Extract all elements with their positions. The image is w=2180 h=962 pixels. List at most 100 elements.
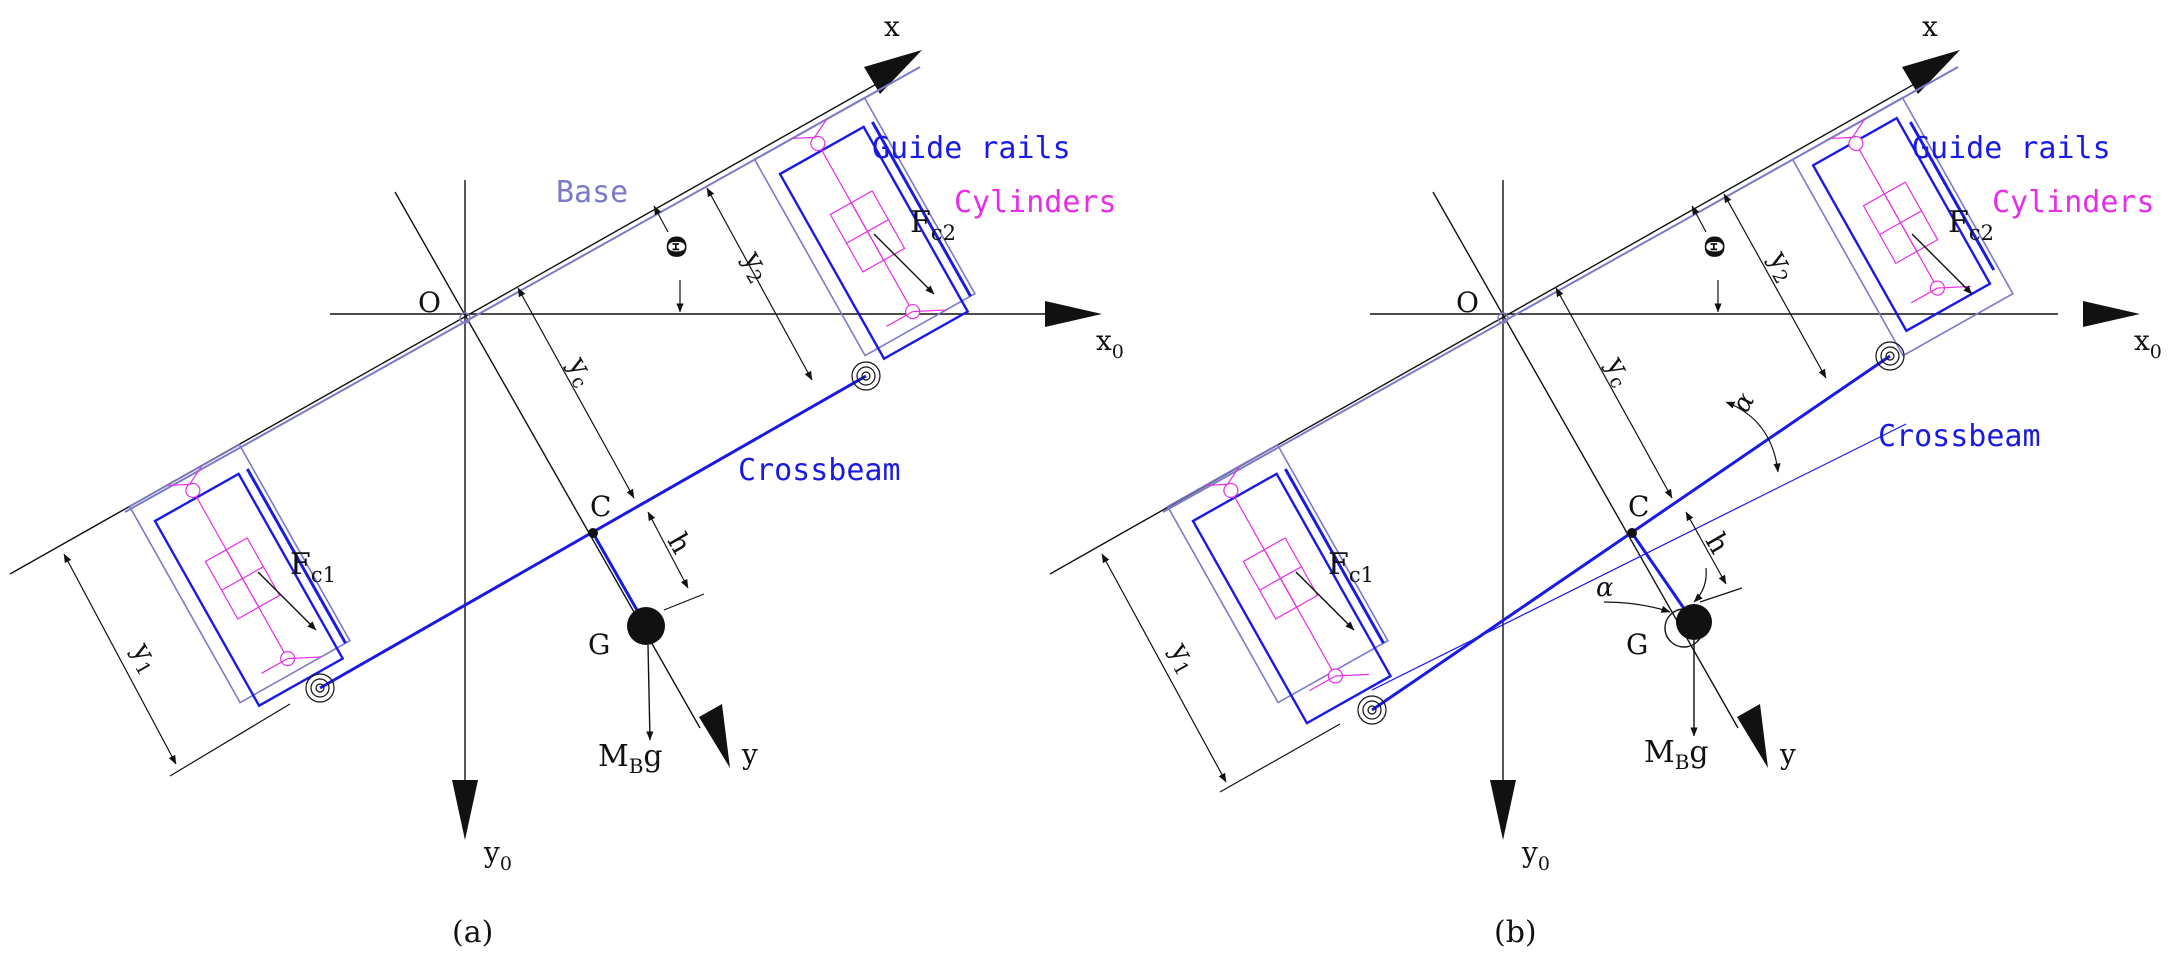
b-right-spiral-spring xyxy=(1875,341,1905,371)
b-x-axis-arrowhead xyxy=(1902,50,1960,94)
label-base: Base xyxy=(556,175,628,210)
b-x0-axis-arrowhead xyxy=(2083,301,2140,327)
b-label-c: C xyxy=(1628,490,1649,523)
x0-axis-arrowhead xyxy=(1045,301,1102,327)
b-origin-marker xyxy=(1497,312,1509,324)
b-label-origin: O xyxy=(1456,286,1479,319)
b-label-mbg: MBg xyxy=(1644,735,1709,774)
b-dim-y1-line xyxy=(1101,553,1227,783)
caption-a: (a) xyxy=(452,915,493,950)
b-label-crossbeam: Crossbeam xyxy=(1878,419,2041,454)
label-g: G xyxy=(588,628,610,661)
left-guide-rail-outer xyxy=(128,443,351,704)
label-x0: x0 xyxy=(1096,324,1124,363)
b-dim-y1-ext xyxy=(1219,723,1341,793)
b-label-g: G xyxy=(1626,628,1648,661)
right-cyl-prong-l xyxy=(792,136,815,140)
label-fc2: Fc2 xyxy=(910,205,956,245)
label-fc1: Fc1 xyxy=(290,547,336,587)
label-c: C xyxy=(590,490,611,523)
b-dim-h-ext xyxy=(1699,587,1743,603)
label-y1: y1 xyxy=(122,636,169,680)
b-label-h: h xyxy=(1699,527,1737,559)
b-c-to-g-link xyxy=(1630,532,1687,611)
left-cylinder-assembly xyxy=(128,443,351,708)
b-y-axis-line xyxy=(1432,191,1739,729)
right-cyl-prong-r xyxy=(813,118,828,138)
left-cyl-fork-r xyxy=(287,656,322,660)
theta-arrow-top xyxy=(653,205,669,233)
b-point-c-dot xyxy=(1627,528,1637,538)
b-label-yc: yc xyxy=(1596,350,1642,392)
right-cyl-fork-r xyxy=(912,309,947,313)
fc1-arrow xyxy=(257,571,317,631)
b-alpha-arc-lower-right xyxy=(1693,567,1707,603)
b-label-y0: y0 xyxy=(1521,836,1550,875)
dim-h-line xyxy=(647,511,689,589)
gravity-vector xyxy=(646,644,654,741)
b-left-cyl-fork-l xyxy=(1309,675,1336,692)
right-cyl-fork-l xyxy=(886,311,913,327)
b-right-cyl-cross-v xyxy=(1883,193,1918,252)
b-right-cylinder-assembly xyxy=(1791,96,2014,357)
label-h: h xyxy=(661,527,699,559)
b-theta-arrow-top xyxy=(1691,205,1707,233)
b-left-cyl-fork-r xyxy=(1335,673,1369,677)
b-dim-y2-line xyxy=(1723,193,1827,379)
b-label-fc2: Fc2 xyxy=(1948,205,1994,245)
b-left-cyl-prong-r xyxy=(1226,465,1241,485)
b-label-fc1: Fc1 xyxy=(1328,547,1374,587)
left-spiral-spring xyxy=(305,673,335,703)
b-fc1-arrow xyxy=(1295,571,1355,631)
b-left-cyl-prong-l xyxy=(1205,483,1228,487)
b-left-spiral-spring xyxy=(1357,695,1387,725)
origin-marker xyxy=(459,312,471,324)
label-crossbeam: Crossbeam xyxy=(738,453,901,488)
b-right-cyl-top-joint xyxy=(1848,135,1864,152)
b-left-cyl-top-joint xyxy=(1223,482,1239,499)
dim-yc-line xyxy=(517,287,635,499)
b-left-cylinder-assembly xyxy=(1166,443,1393,725)
label-y: y xyxy=(741,738,758,771)
b-label-theta: Θ xyxy=(1701,235,1731,258)
b-reference-crossbeam xyxy=(1371,423,1907,691)
left-cyl-fork-l xyxy=(261,658,288,674)
label-cylinders: Cylinders xyxy=(954,185,1117,220)
left-rail-strip xyxy=(246,468,347,644)
left-cyl-cross-v xyxy=(225,549,260,608)
b-label-x: x xyxy=(1922,10,1938,43)
dim-h-ext xyxy=(663,593,705,611)
b-right-rail-strip xyxy=(1909,121,1996,271)
right-cylinder-assembly xyxy=(753,96,976,361)
b-label-alpha-upper: α xyxy=(1726,387,1761,418)
b-y-axis-arrowhead xyxy=(1737,704,1768,768)
b-label-guide-rails: Guide rails xyxy=(1912,131,2111,166)
y-axis-arrowhead xyxy=(699,704,730,768)
caption-b: (b) xyxy=(1494,915,1537,950)
label-origin: O xyxy=(418,286,441,319)
label-guide-rails: Guide rails xyxy=(872,131,1071,166)
left-cyl-prong-r xyxy=(188,465,203,485)
b-right-cyl-prong-r xyxy=(1851,118,1866,138)
y-axis-line xyxy=(394,191,701,729)
b-mass-g xyxy=(1676,604,1712,640)
b-right-guide-rail-outer xyxy=(1791,96,2014,357)
b-dim-yc-line xyxy=(1555,287,1673,499)
right-rail-strip xyxy=(871,121,972,297)
right-spiral-spring xyxy=(851,361,881,391)
b-alpha-arc-lower-left xyxy=(1603,601,1671,613)
right-cyl-top-joint xyxy=(810,135,826,152)
label-theta: Θ xyxy=(663,235,693,258)
b-label-y2: y2 xyxy=(1759,244,1806,288)
label-yc: yc xyxy=(558,350,604,392)
b-label-cylinders: Cylinders xyxy=(1992,185,2155,220)
b-left-cyl-cross-v xyxy=(1263,549,1298,608)
b-right-cyl-fork-l xyxy=(1910,287,1938,304)
panel-b: x x0 y0 y O C G Θ y1 y2 yc h Fc1 Fc2 MBg… xyxy=(1049,10,2162,950)
dim-y1-ext xyxy=(169,703,291,777)
b-left-rail-strip xyxy=(1284,468,1385,644)
label-y0: y0 xyxy=(483,836,512,875)
right-cyl-cross-v xyxy=(850,202,885,261)
left-cyl-top-joint xyxy=(185,482,201,499)
